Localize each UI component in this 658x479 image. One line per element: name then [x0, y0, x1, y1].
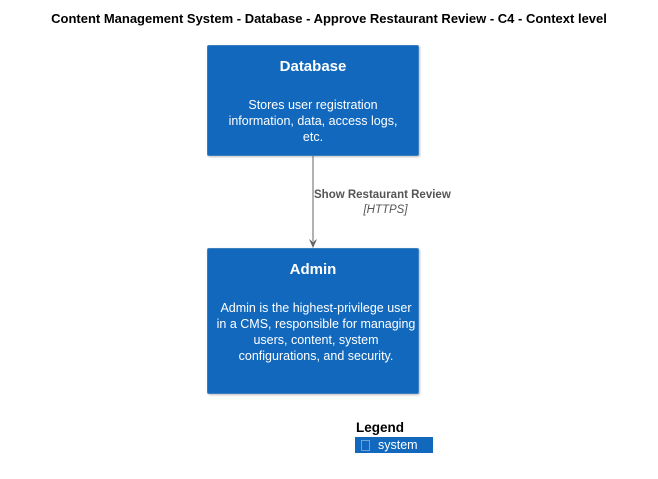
relationship-technology: [HTTPS]: [363, 204, 408, 216]
relationship-label: Show Restaurant Review: [314, 189, 451, 201]
legend-item-system: system: [355, 437, 433, 453]
relationship-arrowhead: [309, 239, 317, 248]
database-node-title: Database: [279, 58, 347, 75]
legend-title: Legend: [356, 420, 405, 435]
admin-system-node[interactable]: Admin Admin is the highest-privilege use…: [207, 248, 419, 394]
database-node-description: Stores user registration information, da…: [228, 98, 398, 144]
diagram-title: Content Management System - Database - A…: [51, 11, 607, 26]
admin-node-title: Admin: [289, 261, 337, 278]
admin-node-description: Admin is the highest-privilege user in a…: [216, 301, 416, 363]
system-swatch-icon: [361, 440, 370, 451]
database-system-node[interactable]: Database Stores user registration inform…: [207, 45, 419, 156]
legend-item-label: system: [378, 438, 418, 452]
